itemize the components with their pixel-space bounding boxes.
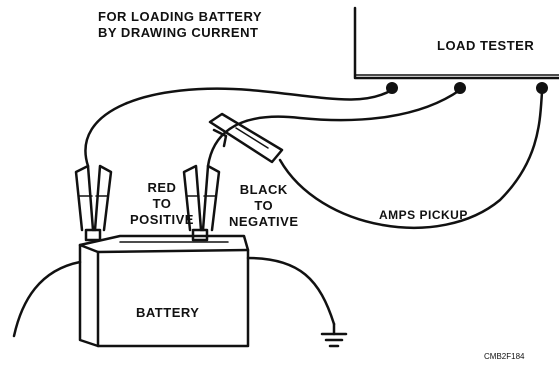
battery-label: BATTERY — [136, 305, 200, 320]
black-clamp-label-line-1: BLACK — [239, 182, 288, 197]
black-clamp-label: BLACK TO NEGATIVE — [229, 183, 299, 231]
tester-terminal-1 — [386, 82, 398, 94]
positive-battery-cable — [12, 260, 82, 338]
tester-terminal-2 — [454, 82, 466, 94]
negative-ground-cable — [246, 256, 336, 326]
red-clamp-label-line-2: TO — [152, 196, 172, 211]
load-tester-box — [353, 6, 559, 80]
black-clamp — [182, 164, 221, 232]
load-tester-label: LOAD TESTER — [437, 38, 535, 53]
loading-note-line-1: FOR LOADING BATTERY — [98, 9, 263, 24]
red-cable — [84, 87, 394, 168]
red-clamp — [74, 164, 113, 232]
black-clamp-label-line-2: TO — [254, 198, 274, 213]
ground-symbol — [320, 322, 348, 348]
amps-pickup-label: AMPS PICKUP — [379, 208, 468, 222]
amps-pickup-clamp — [208, 112, 284, 164]
red-clamp-label-line-3: POSITIVE — [130, 212, 194, 227]
tester-terminal-3 — [536, 82, 548, 94]
black-cable — [206, 88, 462, 168]
red-clamp-label-line-1: RED — [147, 180, 177, 195]
loading-note-line-2: BY DRAWING CURRENT — [98, 25, 259, 40]
amps-pickup-cable — [278, 90, 544, 229]
battery-body — [78, 234, 250, 348]
black-clamp-label-line-3: NEGATIVE — [229, 214, 299, 229]
figure-code: CMB2F184 — [484, 352, 525, 361]
loading-note: FOR LOADING BATTERY BY DRAWING CURRENT — [98, 10, 262, 42]
positive-post — [84, 228, 102, 242]
red-clamp-label: RED TO POSITIVE — [130, 181, 194, 229]
